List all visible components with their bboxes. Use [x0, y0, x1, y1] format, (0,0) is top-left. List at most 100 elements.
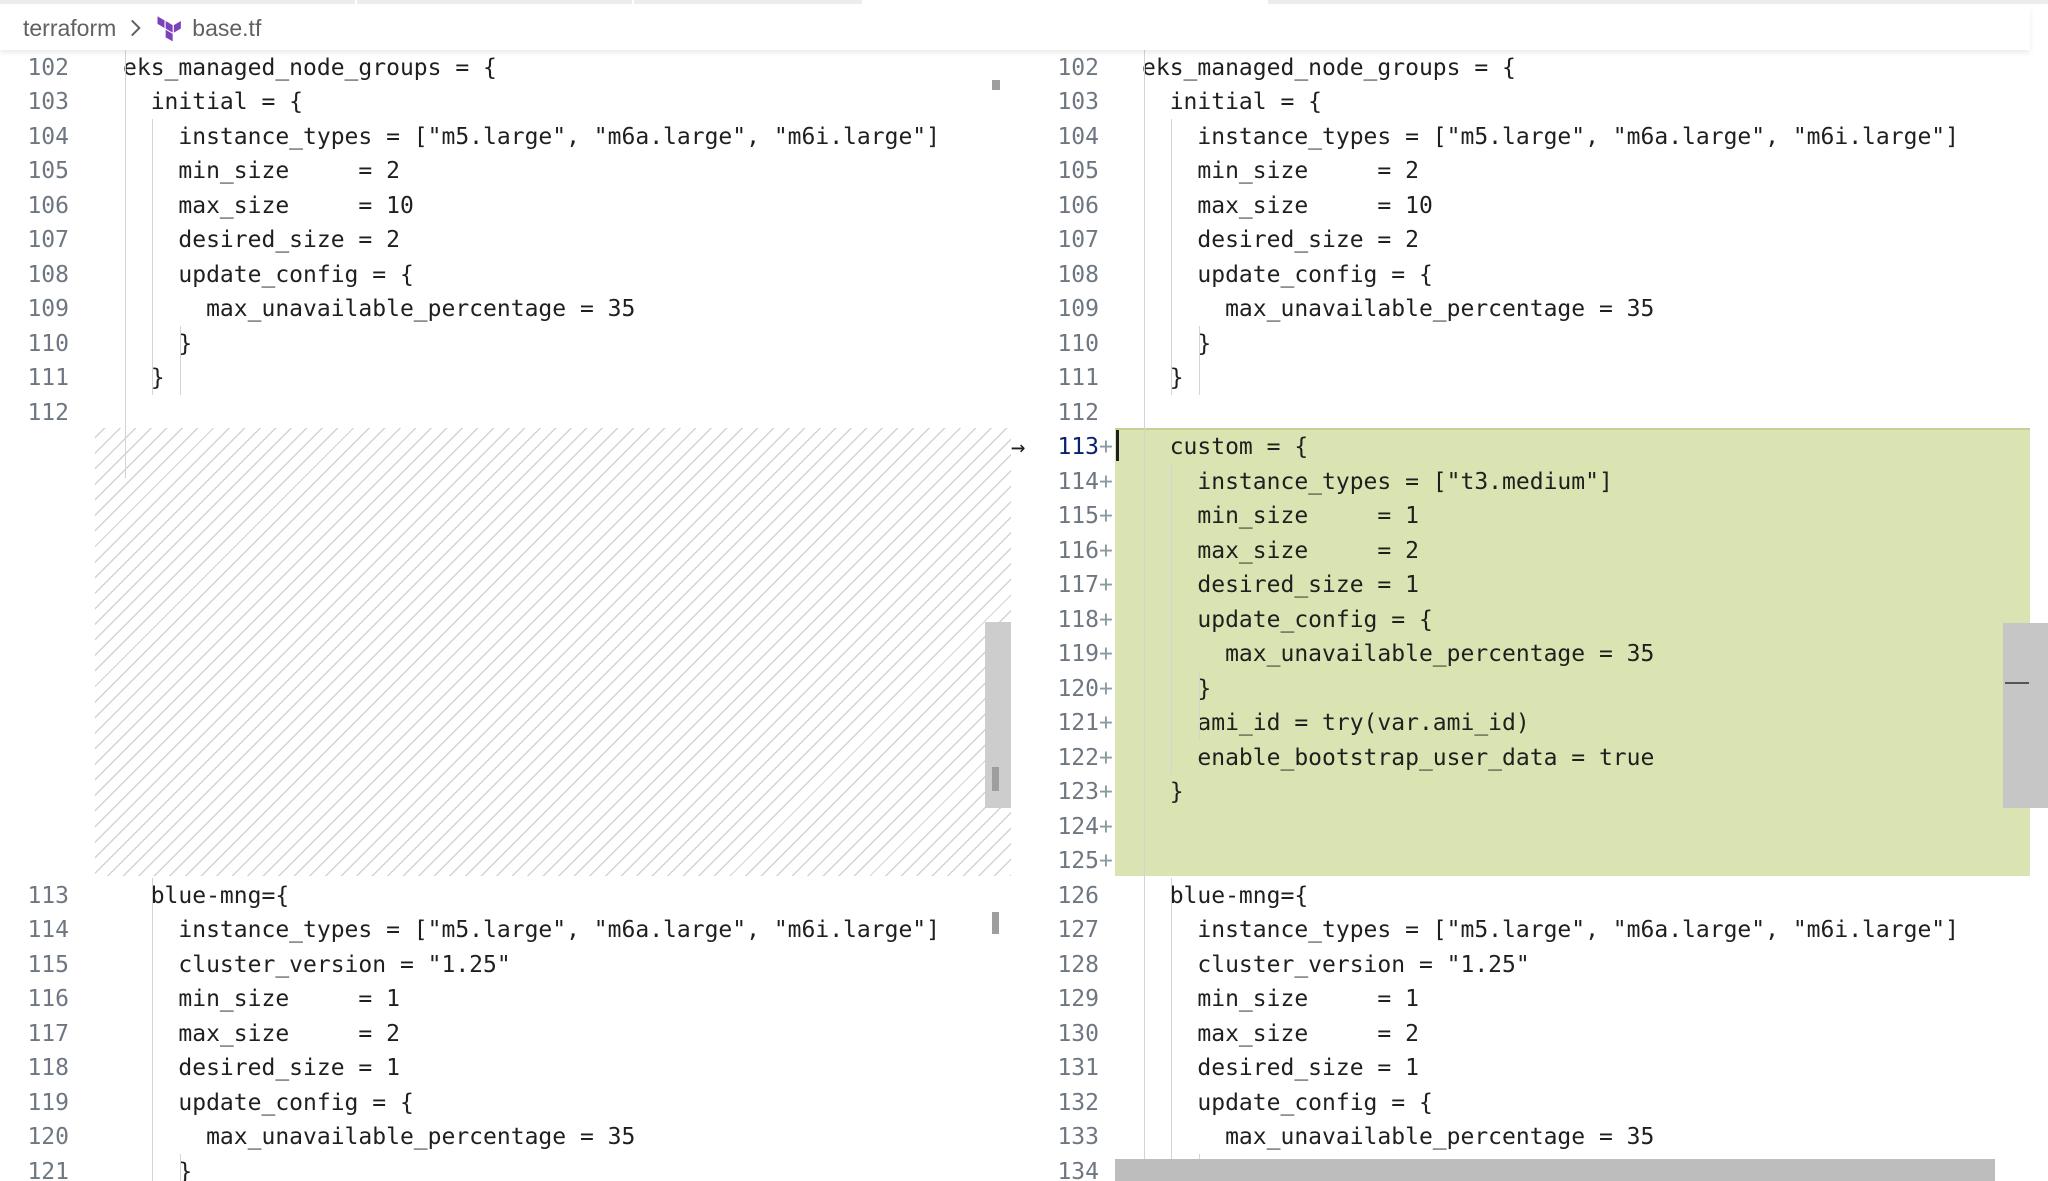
code-line[interactable]: 112 [0, 396, 1011, 431]
code-line[interactable]: 132 update_config = { [1011, 1086, 2030, 1121]
code-line[interactable]: 126 blue-mng={ [1011, 879, 2030, 914]
left-overview-mark [992, 80, 1000, 90]
code-line[interactable]: 131 desired_size = 1 [1011, 1051, 2030, 1086]
line-number: 121 [27, 1158, 69, 1181]
line-number: 117 [1057, 572, 1099, 598]
right-scrollbar-slider[interactable] [2003, 623, 2048, 808]
line-number: 124 [1057, 813, 1099, 840]
code-text: max_unavailable_percentage = 35 [123, 296, 636, 322]
code-line[interactable]: 127 instance_types = ["m5.large", "m6a.l… [1011, 913, 2030, 948]
code-line[interactable]: 121 } [0, 1155, 1011, 1181]
code-line[interactable]: 106 max_size = 10 [1011, 189, 2030, 224]
code-text: update_config = { [1142, 261, 1433, 288]
code-line[interactable]: 104 instance_types = ["m5.large", "m6a.l… [1011, 120, 2030, 155]
code-line[interactable]: 124+ [1011, 810, 2030, 845]
code-line[interactable]: 110 } [1011, 327, 2030, 362]
line-number: 120 [1057, 675, 1099, 702]
line-number: 125 [1057, 848, 1099, 874]
line-number: 126 [1057, 882, 1099, 909]
line-number: 127 [1057, 917, 1099, 943]
code-line[interactable]: 111 } [0, 361, 1011, 396]
code-line[interactable]: 113 blue-mng={ [0, 879, 1011, 914]
modified-editor-pane[interactable]: 102 eks_managed_node_groups = { 103 initia… [1011, 50, 2030, 1181]
line-number: 119 [27, 1089, 69, 1116]
code-line[interactable]: 115 cluster_version = "1.25" [0, 948, 1011, 983]
added-line-marker: + [1099, 606, 1113, 633]
code-line[interactable]: 114+ instance_types = ["t3.medium"] [1011, 465, 2030, 500]
code-line[interactable]: 119+ max_unavailable_percentage = 35 [1011, 637, 2030, 672]
line-number: 114 [1057, 468, 1099, 495]
code-line[interactable]: 123+ } [1011, 775, 2030, 810]
code-line[interactable]: 128 cluster_version = "1.25" [1011, 948, 2030, 983]
code-line[interactable]: 133 max_unavailable_percentage = 35 [1011, 1120, 2030, 1155]
line-number: 130 [1057, 1020, 1099, 1047]
line-number: 118 [1057, 606, 1099, 633]
code-text: cluster_version = "1.25" [1142, 951, 1530, 978]
code-text: ami_id = try(var.ami_id) [1142, 710, 1530, 736]
line-number: 133 [1057, 1124, 1099, 1150]
code-line[interactable]: 118+ update_config = { [1011, 603, 2030, 638]
code-line[interactable]: 121+ ami_id = try(var.ami_id) [1011, 706, 2030, 741]
code-text: blue-mng={ [123, 882, 290, 909]
code-line[interactable]: 111 } [1011, 361, 2030, 396]
code-line[interactable]: 109 max_unavailable_percentage = 35 [0, 292, 1011, 327]
left-overview-mark [992, 912, 999, 934]
terraform-file-icon [157, 16, 182, 42]
breadcrumb-file[interactable]: base.tf [192, 14, 262, 41]
code-text: update_config = { [1142, 606, 1433, 633]
code-line[interactable]: 103 initial = { [0, 85, 1011, 120]
line-number: 107 [1057, 227, 1099, 253]
line-number: 107 [27, 227, 69, 253]
code-line[interactable]: 105 min_size = 2 [1011, 154, 2030, 189]
line-number: 112 [1057, 399, 1099, 426]
removed-placeholder-hatch [95, 428, 1011, 876]
code-line[interactable]: 114 instance_types = ["m5.large", "m6a.l… [0, 913, 1011, 948]
code-line[interactable]: 116+ max_size = 2 [1011, 534, 2030, 569]
code-line[interactable]: 103 initial = { [1011, 85, 2030, 120]
code-line[interactable]: 107 desired_size = 2 [1011, 223, 2030, 258]
code-line[interactable]: 102 eks_managed_node_groups = { [1011, 51, 2030, 86]
code-line[interactable]: 113+→ custom = { [1011, 430, 2030, 465]
code-text: initial = { [1142, 89, 1323, 115]
code-line[interactable]: 112 [1011, 396, 2030, 431]
code-line[interactable]: 119 update_config = { [0, 1086, 1011, 1121]
code-line[interactable]: 105 min_size = 2 [0, 154, 1011, 189]
code-text: max_unavailable_percentage = 35 [1142, 1124, 1655, 1150]
code-line[interactable]: 115+ min_size = 1 [1011, 499, 2030, 534]
code-line[interactable]: 116 min_size = 1 [0, 982, 1011, 1017]
code-text: enable_bootstrap_user_data = true [1142, 744, 1655, 771]
code-text: eks_managed_node_groups = { [1142, 54, 1516, 81]
code-line[interactable]: 117+ desired_size = 1 [1011, 568, 2030, 603]
code-text: max_unavailable_percentage = 35 [1142, 641, 1655, 667]
added-line-marker: + [1099, 848, 1113, 874]
line-number: 108 [1057, 261, 1099, 288]
code-line[interactable]: 130 max_size = 2 [1011, 1017, 2030, 1052]
code-line[interactable]: 108 update_config = { [1011, 258, 2030, 293]
code-line[interactable]: 129 min_size = 1 [1011, 982, 2030, 1017]
code-line[interactable]: 110 } [0, 327, 1011, 362]
line-number: 105 [27, 158, 69, 184]
line-number: 102 [1057, 54, 1099, 81]
code-line[interactable]: 122+ enable_bootstrap_user_data = true [1011, 741, 2030, 776]
added-line-marker: + [1099, 744, 1113, 771]
code-line[interactable]: 118 desired_size = 1 [0, 1051, 1011, 1086]
line-number: 119 [1057, 641, 1099, 667]
left-overview-mark [992, 767, 999, 791]
line-number: 116 [27, 986, 69, 1012]
code-text: desired_size = 2 [123, 227, 400, 253]
code-line[interactable]: 109 max_unavailable_percentage = 35 [1011, 292, 2030, 327]
code-line[interactable]: 120 max_unavailable_percentage = 35 [0, 1120, 1011, 1155]
code-line[interactable]: 117 max_size = 2 [0, 1017, 1011, 1052]
code-line[interactable]: 106 max_size = 10 [0, 189, 1011, 224]
code-line[interactable]: 125+ [1011, 844, 2030, 879]
code-text: desired_size = 2 [1142, 227, 1419, 253]
line-number: 134 [1057, 1158, 1099, 1181]
code-line[interactable]: 107 desired_size = 2 [0, 223, 1011, 258]
code-line[interactable]: 120+ } [1011, 672, 2030, 707]
code-line[interactable]: 108 update_config = { [0, 258, 1011, 293]
breadcrumb-folder[interactable]: terraform [23, 14, 117, 41]
code-line[interactable]: 104 instance_types = ["m5.large", "m6a.l… [0, 120, 1011, 155]
selection-highlight-bar [1115, 1159, 1995, 1181]
